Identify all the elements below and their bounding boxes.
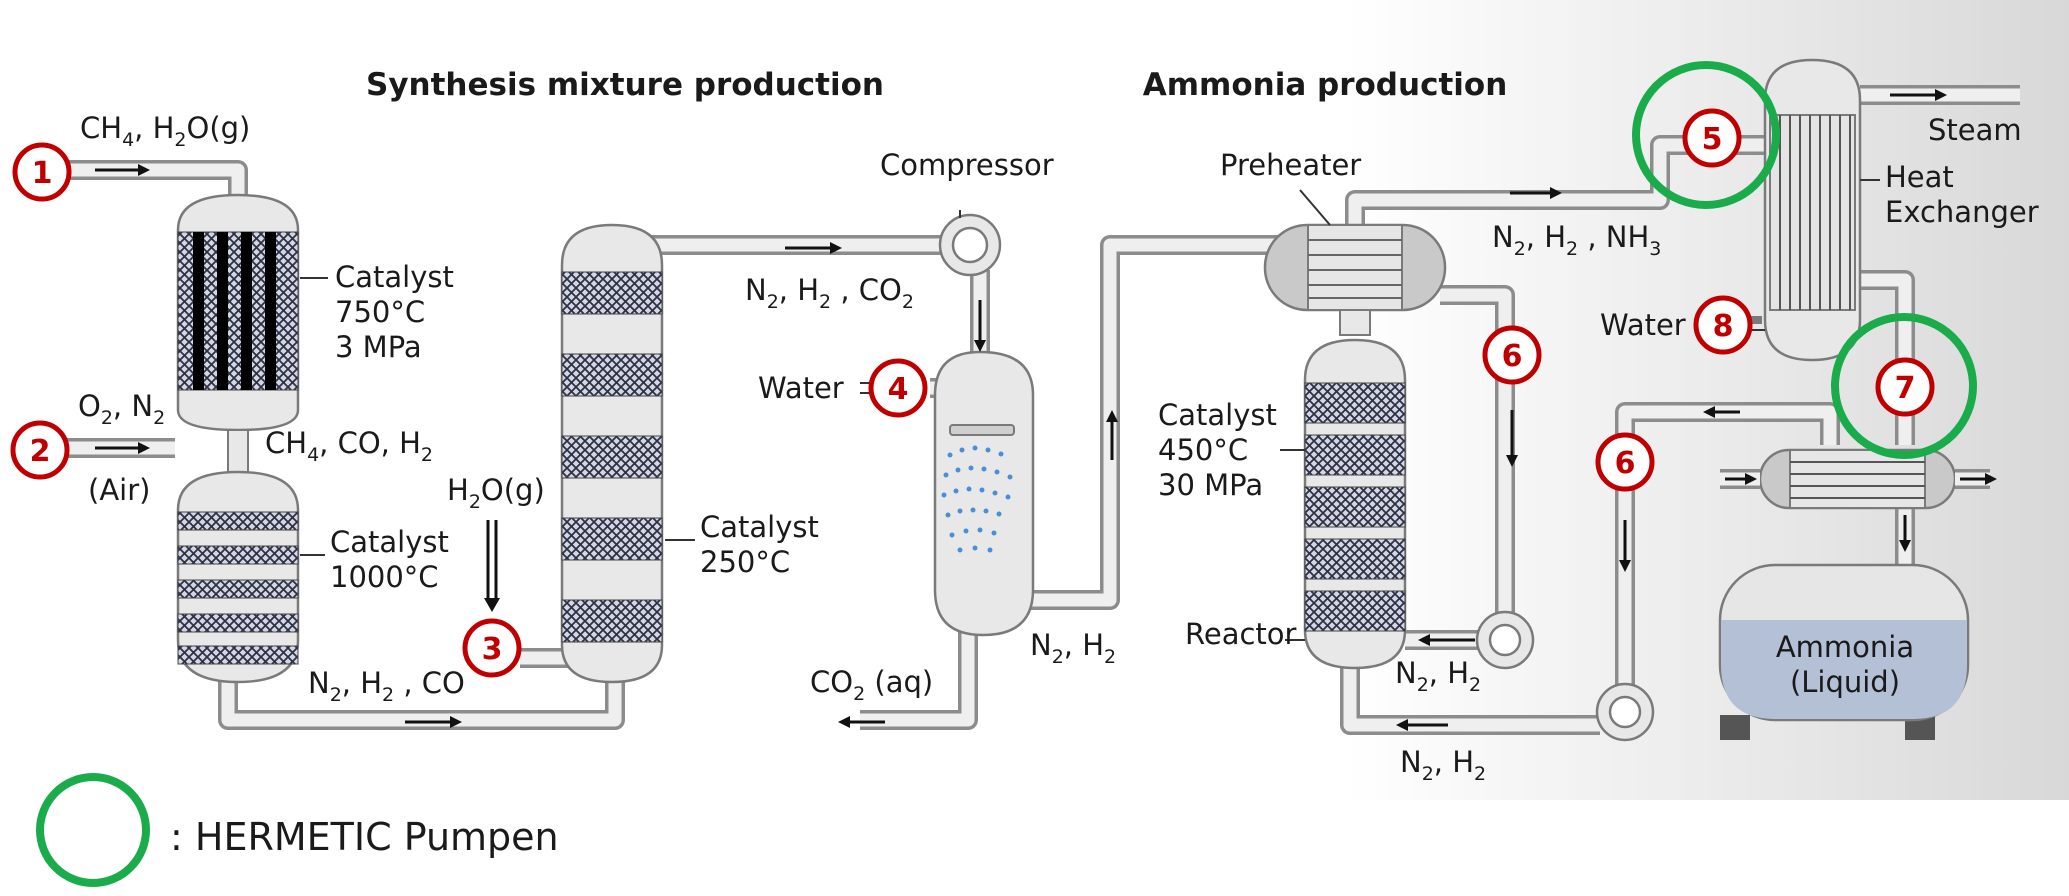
label-n2-h2-co2: N2, H2 , CO2 [745,273,914,313]
legend-text: : HERMETIC Pumpen [170,815,559,859]
legend: : HERMETIC Pumpen [36,773,559,887]
water-spray [941,445,1013,553]
label-catalyst-2: Catalyst [330,525,449,559]
label-exchanger: Exchanger [1885,195,2039,229]
label-temp-4: 450°C [1158,433,1248,467]
label-n2-h2-co: N2, H2 , CO [308,666,465,706]
ammonia-tank [1718,563,1970,740]
shift-converter [560,223,664,684]
svg-text:2: 2 [30,434,51,469]
label-compressor: Compressor [880,148,1054,182]
label-catalyst-1: Catalyst [335,260,454,294]
label-reactor: Reactor [1185,617,1297,651]
label-feed-ch4-h2o: CH4, H2O(g) [80,111,250,151]
circulation-pump [1475,610,1535,670]
co2-scrubber [933,350,1035,637]
step-badge-4: 4 [868,358,928,418]
primary-reformer [176,193,300,432]
loop-pump [1595,682,1655,742]
hermetic-pump-ring-7 [1831,313,1977,459]
label-pressure-1: 3 MPa [335,330,422,364]
label-air: (Air) [88,473,150,507]
svg-text:3: 3 [482,632,503,667]
svg-text:6: 6 [1502,339,1523,374]
compressor [938,213,1002,277]
title-ammonia: Ammonia production [1143,67,1508,103]
svg-text:6: 6 [1615,446,1636,481]
label-feed-o2-n2: O2, N2 [78,389,165,429]
step-badge-2: 2 [10,420,70,480]
label-temp-2: 1000°C [330,560,439,594]
svg-text:8: 8 [1713,309,1734,344]
label-catalyst-3: Catalyst [700,510,819,544]
reactor [1303,338,1407,670]
label-steam: Steam [1928,113,2022,147]
preheater [1263,223,1447,336]
label-co2-aq: CO2 (aq) [810,665,933,705]
svg-text:1: 1 [32,156,53,191]
label-water-2: Water [1600,308,1686,342]
legend-ring-icon [36,773,150,887]
label-liquid: (Liquid) [1790,665,1900,699]
label-n2-h2-scrubber: N2, H2 [1030,628,1116,668]
step-badge-8: 8 [1693,295,1753,355]
label-n2-h2-nh3: N2, H2 , NH3 [1492,220,1661,260]
label-preheater: Preheater [1220,148,1361,182]
label-temp-3: 250°C [700,545,790,579]
step-badge-3: 3 [462,618,522,678]
hermetic-pump-ring-5 [1632,61,1780,209]
step-badge-1: 1 [12,142,72,202]
label-heat: Heat [1885,160,1954,194]
label-ch4-co-h2: CH4, CO, H2 [265,426,433,466]
secondary-reformer [176,470,300,684]
label-water-1: Water [758,371,844,405]
title-synthesis: Synthesis mixture production [366,67,884,103]
label-ammonia: Ammonia [1776,630,1914,664]
svg-text:5: 5 [1702,122,1723,157]
step-badge-5: 5 [1682,108,1742,168]
label-n2-h2-recycle: N2, H2 [1400,745,1486,785]
step-badge-6-reactor: 6 [1482,325,1542,385]
svg-text:4: 4 [888,372,909,407]
heat-exchanger [1745,58,1862,362]
svg-text:7: 7 [1895,371,1916,406]
step-badge-6-recycle: 6 [1595,432,1655,492]
label-h2o-g: H2O(g) [447,473,545,513]
label-n2-h2-loop: N2, H2 [1395,656,1481,696]
flow-arrows [95,89,1997,731]
step-badge-7: 7 [1875,357,1935,417]
label-pressure-4: 30 MPa [1158,468,1263,502]
label-catalyst-4: Catalyst [1158,398,1277,432]
label-temp-1: 750°C [335,295,425,329]
